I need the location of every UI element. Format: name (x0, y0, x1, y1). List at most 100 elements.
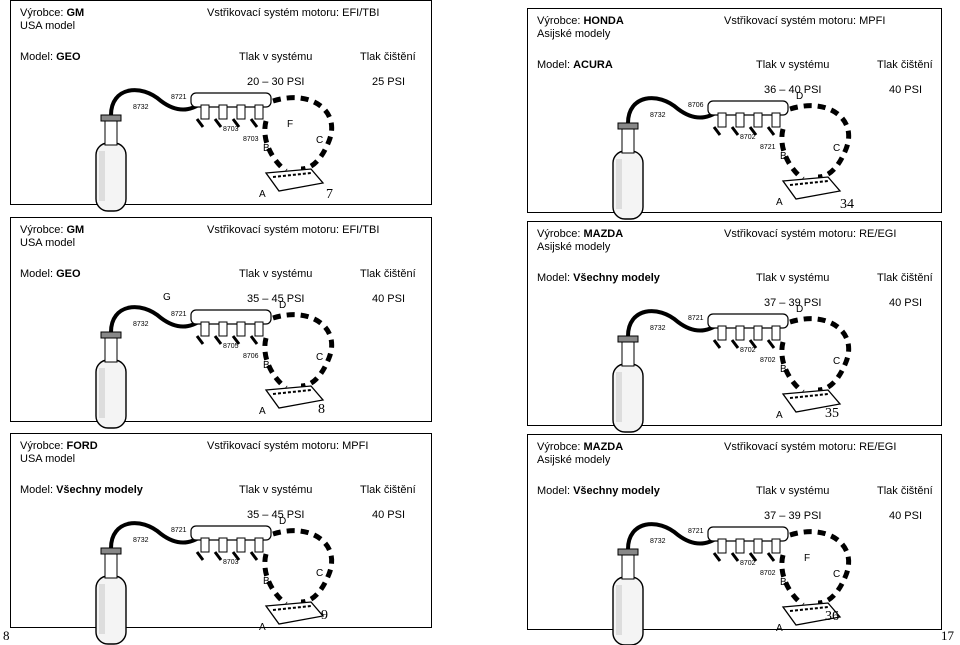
model-value: ACURA (573, 59, 613, 71)
pressure-header: Tlak v systému (756, 59, 830, 71)
maker-label: Výrobce: (537, 228, 581, 240)
part-letter-b: B (780, 577, 787, 588)
injector-cleaner-diagram: 8732 8721 8705 8706 A B C D G (95, 292, 335, 429)
maker-label: Výrobce: (537, 15, 581, 27)
part-letter-b: B (780, 151, 787, 162)
cleaning-header: Tlak čištění (360, 268, 416, 280)
system-label: Vstřikovací systém motoru: (207, 7, 340, 19)
part-label: 8703 (243, 136, 259, 143)
part-letter-d: D (796, 91, 803, 102)
maker-value: GM (66, 224, 85, 236)
part-letter-a: A (259, 406, 266, 417)
part-label: 8721 (688, 528, 704, 535)
system-value: RE/EGI (859, 228, 897, 240)
part-letter-a: A (776, 410, 783, 421)
maker-label: Výrobce: (20, 224, 64, 236)
part-letter-c: C (833, 356, 840, 367)
part-label: 8721 (688, 315, 704, 322)
page-number: 36 (825, 609, 839, 624)
system-label: Vstřikovací systém motoru: (724, 228, 857, 240)
part-label: 8721 (171, 94, 187, 101)
part-label: 8732 (650, 112, 666, 119)
part-label: 8702 (760, 570, 776, 577)
page-number: 9 (321, 608, 328, 623)
injector-cleaner-diagram: 8732 8721 8702 8702 A B C F (612, 522, 852, 645)
system-value: MPFI (859, 15, 886, 27)
spec-card: 8732 8706 8702 8721 A B C D Výrobce: HON… (527, 8, 942, 220)
part-letter-c: C (833, 143, 840, 154)
cleaning-value: 40 PSI (889, 510, 923, 522)
maker-label: Výrobce: (20, 440, 64, 452)
model-label: Model: (20, 268, 54, 280)
part-label: 8721 (171, 527, 187, 534)
page-number: 34 (840, 197, 854, 212)
cleaning-header: Tlak čištění (360, 51, 416, 63)
origin: Asijské modely (537, 28, 611, 40)
spec-card: 8732 8721 8703 8703 A B C F Výrobce: GM … (10, 0, 432, 212)
model-value: Všechny modely (573, 272, 660, 284)
cleaning-header: Tlak čištění (877, 59, 933, 71)
injector-cleaner-diagram: 8732 8721 8702 8702 A B C D (612, 304, 852, 433)
model-label: Model: (20, 484, 54, 496)
pressure-header: Tlak v systému (756, 272, 830, 284)
pressure-header: Tlak v systému (239, 51, 313, 63)
part-letter-b: B (263, 576, 270, 587)
part-label: 8732 (133, 537, 149, 544)
system-label: Vstřikovací systém motoru: (724, 441, 857, 453)
part-letter-c: C (833, 569, 840, 580)
pressure-value: 20 – 30 PSI (247, 76, 305, 88)
cleaning-header: Tlak čištění (877, 272, 933, 284)
cleaning-value: 40 PSI (889, 84, 923, 96)
pressure-header: Tlak v systému (756, 485, 830, 497)
pressure-header: Tlak v systému (239, 268, 313, 280)
part-label: 8732 (650, 325, 666, 332)
part-letter-a: A (776, 197, 783, 208)
spec-card: 8732 8721 8702 8702 A B C D Výrobce: MAZ… (527, 221, 942, 433)
pressure-value: 36 – 40 PSI (764, 84, 822, 96)
part-letter-d: D (279, 300, 286, 311)
cleaning-value: 40 PSI (372, 509, 406, 521)
part-label: 8702 (740, 134, 756, 141)
part-letter-c: C (316, 352, 323, 363)
injector-cleaner-diagram: 8732 8706 8702 8721 A B C D (612, 91, 852, 220)
system-value: EFI/TBI (342, 7, 380, 19)
part-label: 8703 (223, 126, 239, 133)
model-label: Model: (537, 272, 571, 284)
origin: USA model (20, 20, 76, 32)
cleaning-value: 25 PSI (372, 76, 406, 88)
part-letter-b: B (780, 364, 787, 375)
part-letter-f: F (804, 553, 810, 564)
part-letter-f: F (287, 119, 293, 130)
cleaning-value: 40 PSI (372, 293, 406, 305)
injector-cleaner-diagram: 8732 8721 8703 A B C D (95, 516, 335, 645)
part-letter-c: C (316, 135, 323, 146)
part-letter-c: C (316, 568, 323, 579)
maker-value: FORD (66, 440, 98, 452)
origin: Asijské modely (537, 454, 611, 466)
spec-card: 8732 8721 8703 A B C D Výrobce: FORD USA… (10, 433, 432, 645)
part-label: 8721 (760, 144, 776, 151)
part-label: 8705 (223, 343, 239, 350)
part-label: 8702 (760, 357, 776, 364)
part-label: 8703 (223, 559, 239, 566)
part-letter-a: A (259, 622, 266, 633)
part-letter-g: G (163, 292, 171, 303)
part-label: 8732 (133, 321, 149, 328)
model-value: Všechny modely (56, 484, 143, 496)
pressure-value: 35 – 45 PSI (247, 509, 305, 521)
part-letter-d: D (796, 304, 803, 315)
spec-card: 8732 8721 8705 8706 A B C D G Výrobce: G… (10, 217, 432, 429)
cleaning-header: Tlak čištění (877, 485, 933, 497)
pressure-value: 37 – 39 PSI (764, 297, 822, 309)
model-label: Model: (537, 485, 571, 497)
part-label: 8732 (133, 104, 149, 111)
origin: USA model (20, 237, 76, 249)
part-letter-a: A (776, 623, 783, 634)
system-value: MPFI (342, 440, 369, 452)
maker-value: MAZDA (583, 441, 624, 453)
model-label: Model: (537, 59, 571, 71)
maker-value: MAZDA (583, 228, 624, 240)
maker-value: GM (66, 7, 85, 19)
origin: USA model (20, 453, 76, 465)
page-number: 35 (825, 406, 839, 421)
